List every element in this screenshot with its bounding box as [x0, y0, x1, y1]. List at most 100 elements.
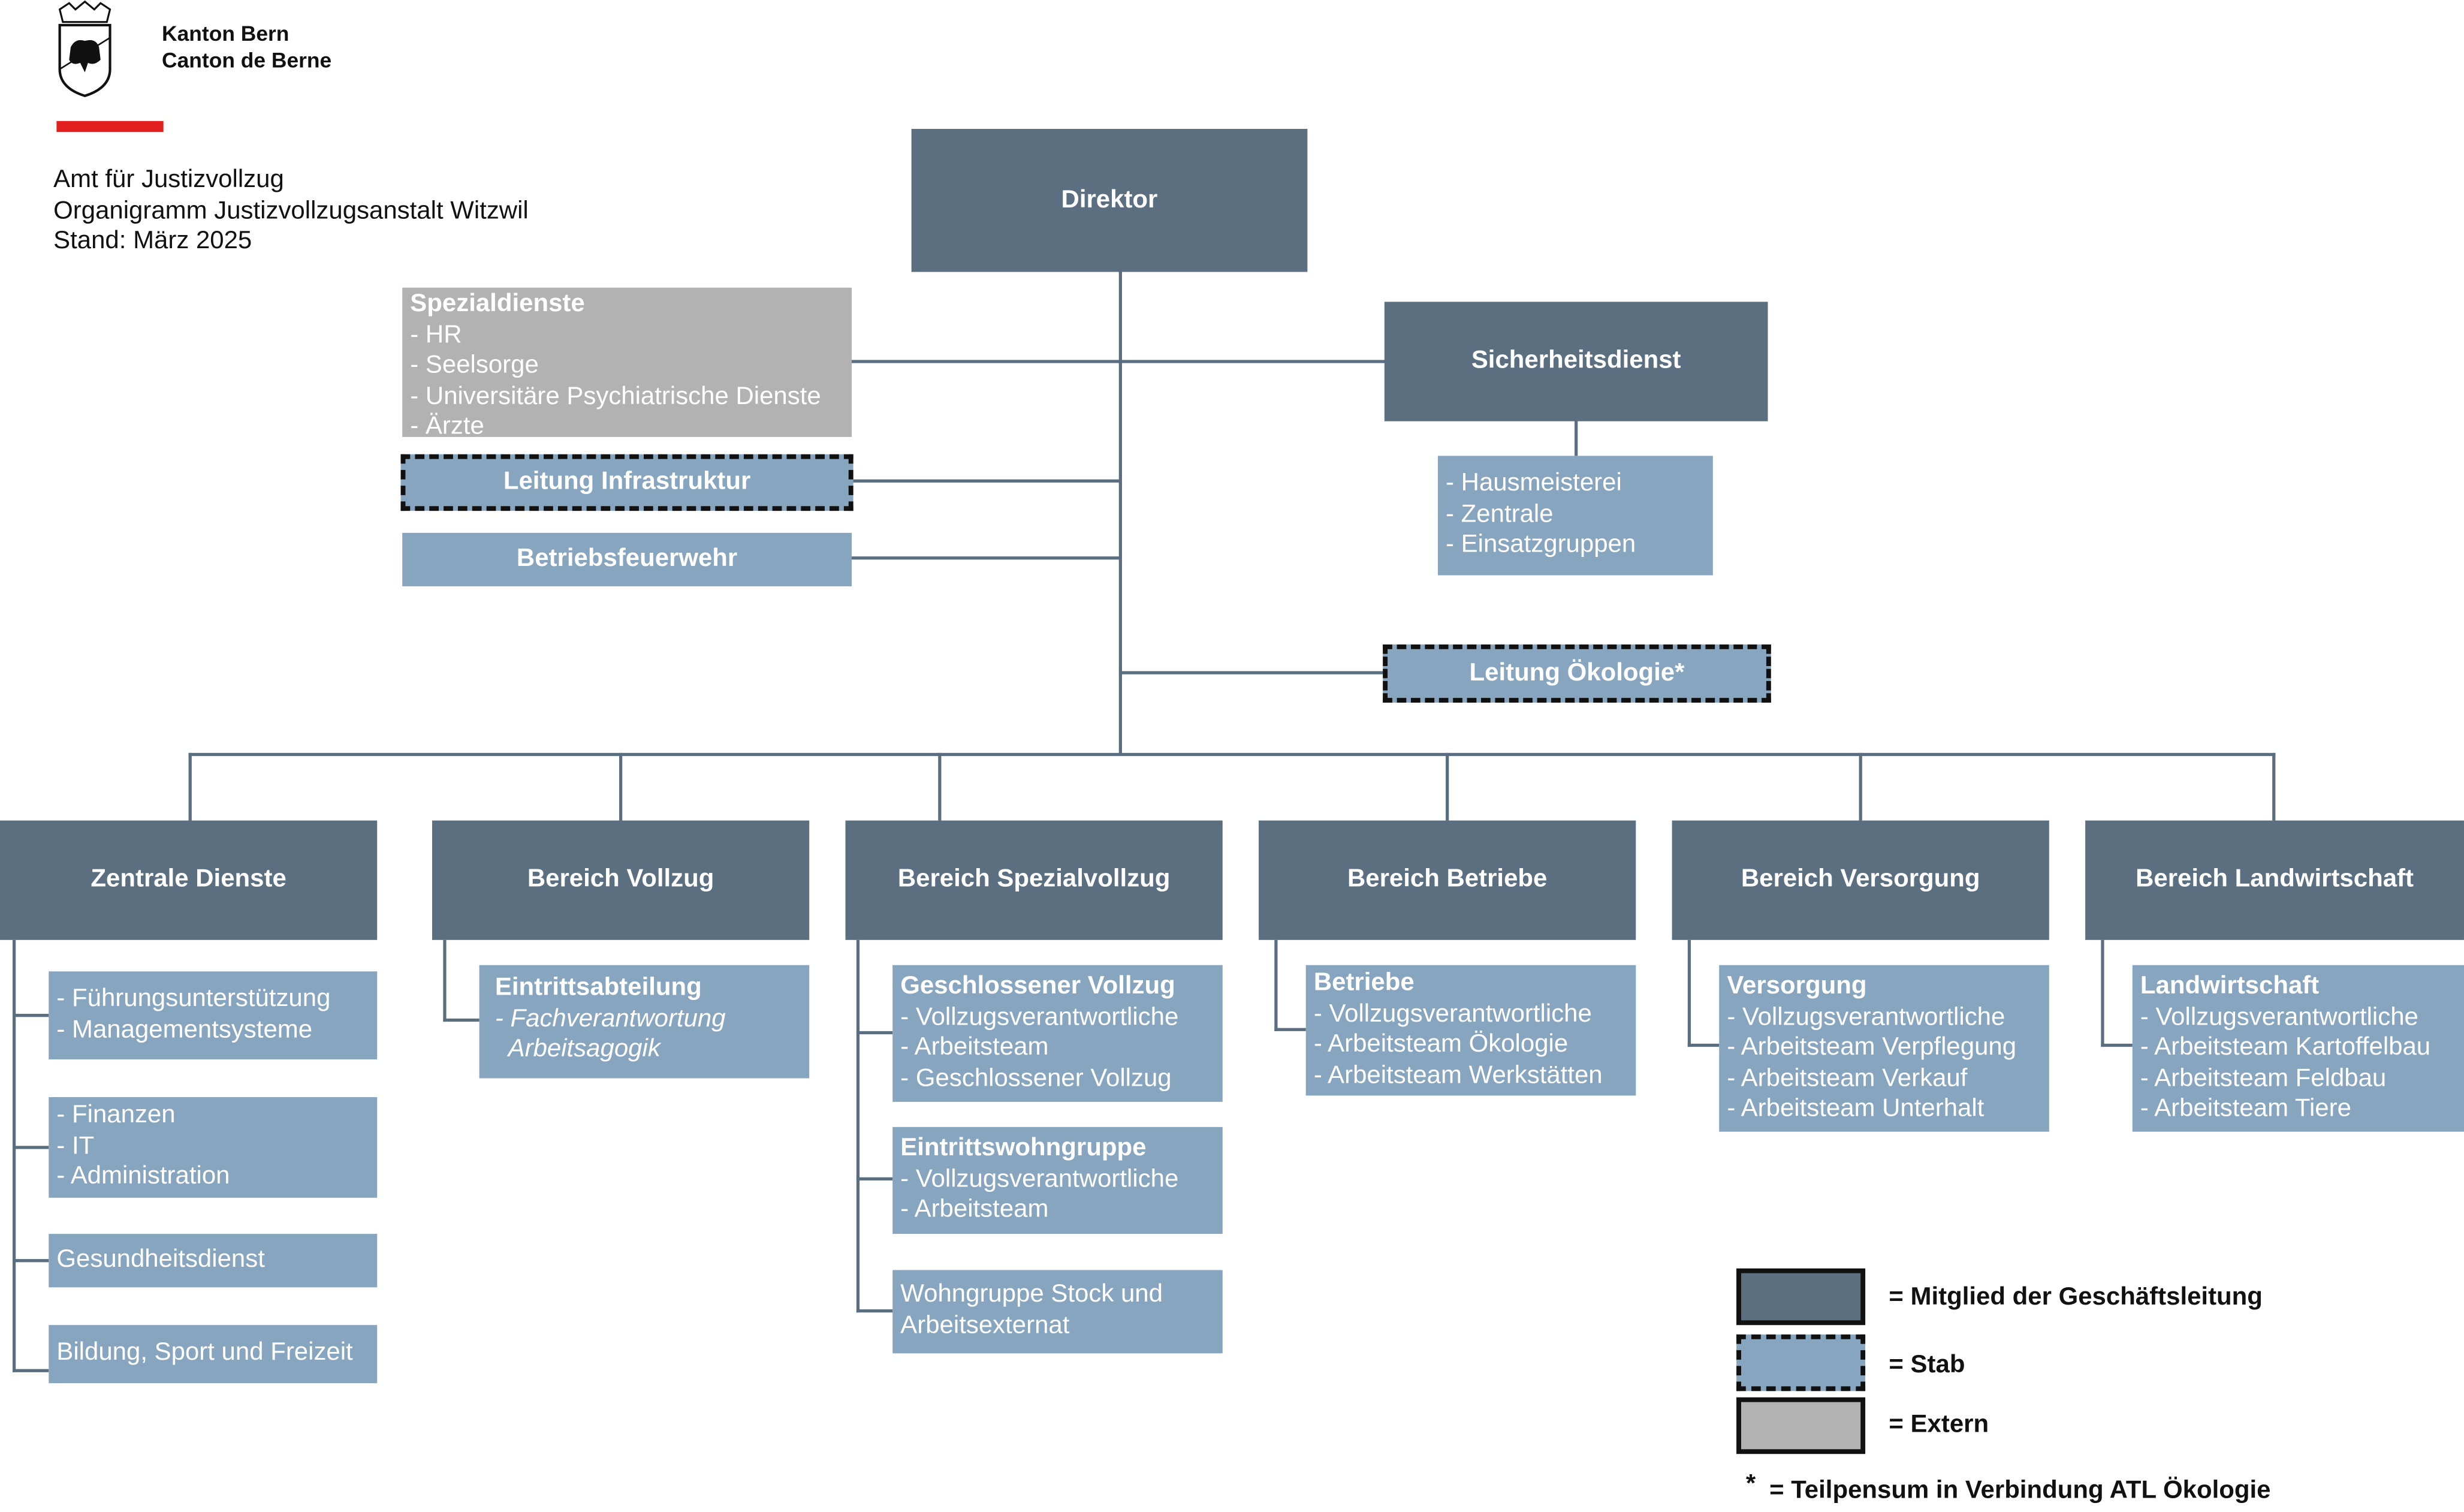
logo-line-1: Kanton Bern [162, 22, 289, 46]
eintrittswohngruppe-item-2: - Arbeitsteam [900, 1196, 1049, 1223]
box-spezialdienste: Spezialdienste - HR - Seelsorge - Univer… [402, 287, 852, 440]
versorgung-item-4: - Arbeitsteam Unterhalt [1727, 1095, 1985, 1122]
connector-sicherheit-down [1575, 420, 1578, 456]
connector-spezialdienste [850, 360, 1386, 363]
box-geschlossener-vollzug: Geschlossener Vollzug - Vollzugsverantwo… [892, 965, 1223, 1102]
connector-zentrale-4 [12, 1369, 49, 1372]
box-zentrale-dienste: Zentrale Dienste [0, 820, 378, 940]
eintrittsabteilung-item-fachverantwortung: - Fachverantwortung [494, 1005, 726, 1032]
connector-oekologie [1120, 671, 1385, 674]
betriebe-title: Betriebe [1313, 969, 1415, 997]
connector-vollzug-vertical [443, 939, 447, 1022]
zentrale-item-bildung: Bildung, Sport und Freizeit [56, 1339, 353, 1366]
box-sicherheitsdienst: Sicherheitsdienst [1384, 302, 1768, 421]
betriebe-item-2: - Arbeitsteam Ökologie [1313, 1031, 1569, 1058]
connector-zentrale-vertical [12, 939, 16, 1372]
wohngruppe-line-1: Wohngruppe Stock und [900, 1281, 1163, 1308]
sicherheit-item-hausmeisterei: - Hausmeisterei [1446, 469, 1622, 497]
versorgung-title: Versorgung [1727, 972, 1867, 1000]
legend-label-management: = Mitglied der Geschäftsleitung [1889, 1284, 2263, 1311]
box-bereich-betriebe: Bereich Betriebe [1259, 820, 1636, 940]
connector-landwirtschaft-vertical [2101, 939, 2104, 1047]
box-betriebe: Betriebe - Vollzugsverantwortliche - Arb… [1305, 965, 1636, 1096]
box-landwirtschaft: Landwirtschaft - Vollzugsverantwortliche… [2132, 965, 2464, 1132]
legend-label-stab: = Stab [1889, 1351, 1965, 1379]
office-name: Amt für Justizvollzug [53, 166, 284, 194]
box-zentrale-fuehrung: - Führungsunterstützung - Managementsyst… [49, 971, 378, 1060]
versorgung-item-2: - Arbeitsteam Verpflegung [1727, 1034, 2017, 1061]
wohngruppe-line-2: Arbeitsexternat [900, 1311, 1070, 1339]
box-zentrale-finanzen: - Finanzen - IT - Administration [49, 1097, 378, 1198]
legend-label-extern: = Extern [1889, 1411, 1989, 1438]
landwirtschaft-item-4: - Arbeitsteam Tiere [2140, 1095, 2351, 1122]
zentrale-item-it: - IT [56, 1133, 95, 1159]
box-zentrale-bildung: Bildung, Sport und Freizeit [49, 1325, 378, 1384]
eintrittswohngruppe-item-1: - Vollzugsverantwortliche [900, 1165, 1179, 1192]
canton-bern-logo-icon [53, 0, 116, 98]
legend-footnote-mark: * [1745, 1471, 1756, 1498]
landwirtschaft-title: Landwirtschaft [2140, 972, 2320, 1000]
connector-spezial-vertical [856, 939, 860, 1313]
betriebe-item-1: - Vollzugsverantwortliche [1313, 1000, 1592, 1028]
box-direktor: Direktor [911, 128, 1308, 272]
box-eintrittsabteilung: Eintrittsabteilung - Fachverantwortung A… [479, 965, 810, 1079]
box-bereich-spezialvollzug: Bereich Spezialvollzug [845, 820, 1223, 940]
connector-zentrale-2 [12, 1146, 49, 1149]
sicherheit-item-einsatzgruppen: - Einsatzgruppen [1446, 531, 1636, 558]
connector-drop-landwirtschaft [2272, 752, 2276, 821]
connector-zentrale-1 [12, 1014, 49, 1017]
zentrale-item-finanzen: - Finanzen [56, 1101, 176, 1129]
legend-swatch-stab [1736, 1334, 1866, 1391]
chart-title: Organigramm Justizvollzugsanstalt Witzwi… [53, 198, 529, 225]
versorgung-item-3: - Arbeitsteam Verkauf [1727, 1065, 1968, 1092]
geschlossener-vollzug-item-1: - Vollzugsverantwortliche [900, 1004, 1179, 1031]
landwirtschaft-item-2: - Arbeitsteam Kartoffelbau [2140, 1034, 2431, 1061]
zentrale-item-fuehrungsunterstuetzung: - Führungsunterstützung [56, 985, 331, 1013]
connector-betriebe-vertical [1274, 939, 1278, 1031]
connector-bereiche-horizontal [188, 752, 2276, 757]
landwirtschaft-item-1: - Vollzugsverantwortliche [2140, 1004, 2418, 1031]
connector-versorgung-h [1687, 1043, 1720, 1047]
sicherheit-item-zentrale: - Zentrale [1446, 501, 1554, 528]
connector-betriebe-h [1274, 1028, 1306, 1031]
box-leitung-oekologie: Leitung Ökologie* [1383, 644, 1771, 703]
box-versorgung: Versorgung - Vollzugsverantwortliche - A… [1719, 965, 2049, 1132]
legend-swatch-extern [1736, 1397, 1866, 1454]
connector-drop-vollzug [619, 752, 623, 821]
box-bereich-versorgung: Bereich Versorgung [1672, 820, 2049, 940]
connector-landwirtschaft-h [2101, 1043, 2133, 1047]
box-wohngruppe-stock: Wohngruppe Stock und Arbeitsexternat [892, 1270, 1223, 1354]
spezialdienste-item-aerzte: - Ärzte [410, 413, 484, 441]
accent-bar [56, 121, 164, 132]
box-bereich-vollzug: Bereich Vollzug [432, 820, 810, 940]
connector-spezial-1 [856, 1031, 893, 1035]
zentrale-item-managementsysteme: - Managementsysteme [56, 1016, 313, 1043]
legend-footnote: = Teilpensum in Verbindung ATL Ökologie [1769, 1477, 2271, 1505]
geschlossener-vollzug-item-3: - Geschlossener Vollzug [900, 1065, 1172, 1092]
box-bereich-landwirtschaft: Bereich Landwirtschaft [2085, 820, 2464, 940]
connector-zentrale-3 [12, 1259, 49, 1263]
connector-drop-betriebe [1446, 752, 1449, 821]
eintrittsabteilung-item-arbeitsagogik: Arbeitsagogik [494, 1035, 661, 1063]
connector-spezial-3 [856, 1309, 893, 1313]
connector-drop-zentrale [188, 752, 192, 821]
connector-drop-versorgung [1859, 752, 1862, 821]
connector-vollzug-h [443, 1018, 479, 1022]
box-leitung-infrastruktur: Leitung Infrastruktur [400, 454, 853, 511]
geschlossener-vollzug-item-2: - Arbeitsteam [900, 1034, 1049, 1061]
chart-date: Stand: März 2025 [53, 228, 252, 255]
spezialdienste-item-seelsorge: - Seelsorge [410, 352, 539, 379]
versorgung-item-1: - Vollzugsverantwortliche [1727, 1004, 2005, 1031]
logo-line-2: Canton de Berne [162, 49, 332, 73]
geschlossener-vollzug-title: Geschlossener Vollzug [900, 972, 1175, 1000]
zentrale-item-gesundheitsdienst: Gesundheitsdienst [56, 1246, 265, 1273]
eintrittsabteilung-title: Eintrittsabteilung [494, 974, 702, 1002]
spezialdienste-item-upd: - Universitäre Psychiatrische Dienste [410, 382, 821, 409]
box-eintrittswohngruppe: Eintrittswohngruppe - Vollzugsverantwort… [892, 1127, 1223, 1234]
connector-spezial-2 [856, 1177, 893, 1180]
box-betriebsfeuerwehr: Betriebsfeuerwehr [402, 532, 852, 586]
legend-swatch-management [1736, 1268, 1866, 1326]
spezialdienste-item-hr: - HR [410, 321, 462, 348]
connector-main-vertical [1118, 270, 1122, 755]
